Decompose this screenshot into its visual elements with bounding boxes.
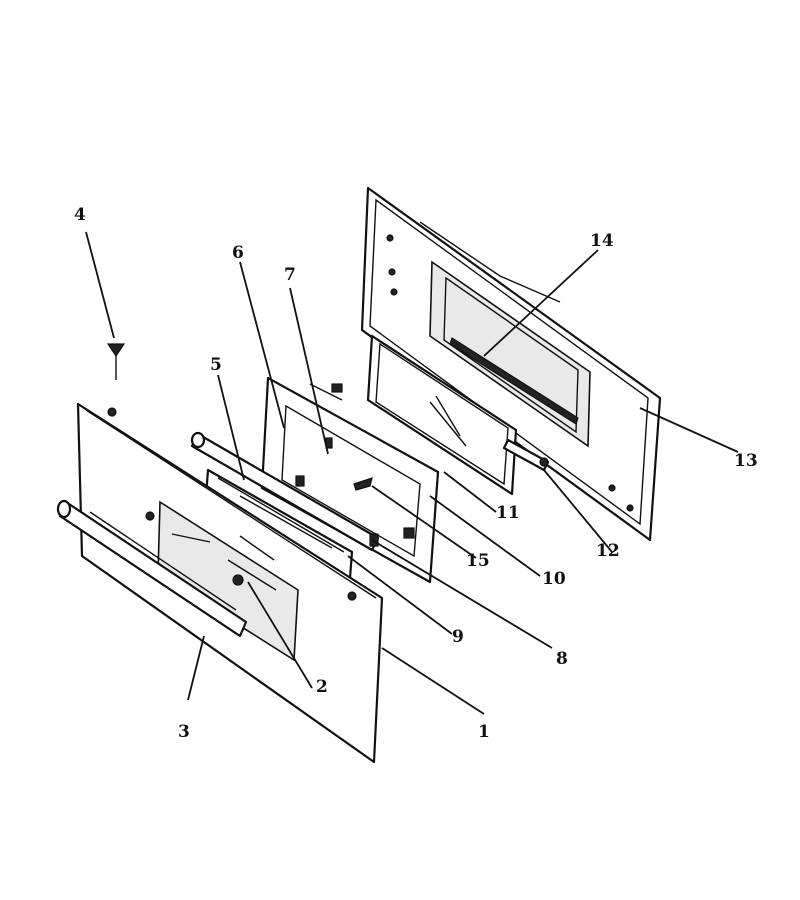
outer-door-panel — [76, 402, 384, 764]
callout-7: 7 — [284, 265, 296, 285]
window-support — [449, 337, 579, 425]
door-handle — [56, 499, 248, 638]
callout-11: 11 — [496, 503, 520, 523]
callout-2: 2 — [316, 677, 328, 697]
callout-6: 6 — [232, 243, 244, 263]
top-screw — [106, 343, 126, 380]
callout-9: 9 — [452, 627, 464, 647]
callout-12: 12 — [596, 541, 620, 561]
callout-3: 3 — [178, 722, 190, 742]
callout-labels: 1 2 3 4 5 6 7 8 9 10 11 12 13 14 15 — [74, 205, 758, 742]
inner-glass — [366, 334, 518, 496]
callout-8: 8 — [556, 649, 568, 669]
leader-lines — [85, 231, 739, 715]
callout-13: 13 — [734, 451, 758, 471]
inner-door-frame — [260, 376, 440, 584]
door-rod — [190, 431, 380, 552]
callout-10: 10 — [542, 569, 566, 589]
callout-14: 14 — [590, 231, 614, 251]
screw — [353, 477, 373, 491]
callout-1: 1 — [478, 722, 490, 742]
handle-caps — [145, 511, 244, 586]
callout-4: 4 — [74, 205, 86, 225]
callout-5: 5 — [210, 355, 222, 375]
callout-15: 15 — [466, 551, 490, 571]
